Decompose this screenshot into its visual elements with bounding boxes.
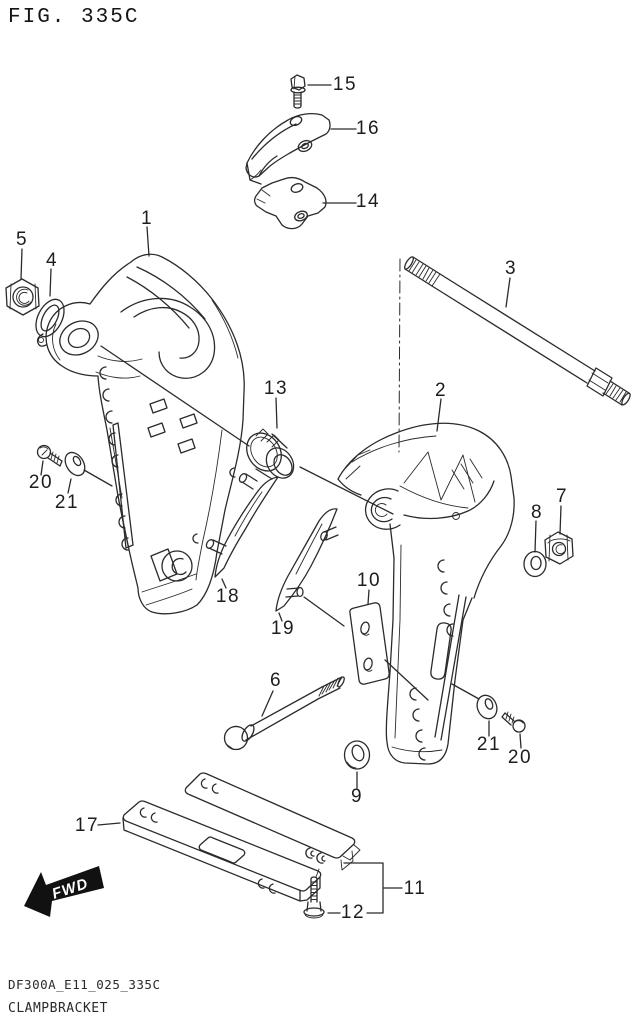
fwd-arrow-label: FWD — [50, 875, 91, 903]
nut-5-drawing — [5, 248, 40, 316]
figure-number: FIG. 335C — [8, 6, 140, 29]
bushing-13-drawing — [100, 345, 394, 515]
swivel-bracket-16-drawing — [245, 113, 357, 185]
bolt-15-drawing — [290, 74, 332, 109]
lever-18-drawing — [205, 473, 279, 589]
clamp-bracket-left-drawing — [45, 226, 245, 615]
part-callout-21: 21 — [54, 492, 80, 513]
gasket-4-drawing — [35, 268, 65, 347]
part-callout-10: 10 — [356, 570, 382, 591]
part-callout-12: 12 — [340, 902, 366, 923]
part-title: CLAMPBRACKET — [8, 1001, 108, 1016]
part-callout-5: 5 — [15, 229, 29, 250]
part-callout-11: 11 — [403, 878, 427, 899]
bolt-6-drawing — [223, 676, 345, 751]
part-callout-14: 14 — [355, 191, 381, 212]
assembly-11-callout-lines — [327, 862, 403, 914]
nut-7-drawing — [544, 505, 574, 565]
washer-8-drawing — [523, 520, 547, 578]
screw-20-right-drawing — [501, 711, 526, 749]
fwd-direction-arrow: FWD — [24, 866, 104, 917]
part-callout-16: 16 — [355, 118, 381, 139]
plate-10-drawing — [349, 589, 429, 701]
part-callout-2: 2 — [434, 380, 448, 401]
part-callout-19: 19 — [270, 618, 296, 639]
part-callout-18: 18 — [215, 586, 241, 607]
bracket-14-drawing — [253, 176, 357, 230]
part-callout-3: 3 — [504, 258, 518, 279]
drawing-code: DF300A_E11_025_335C — [8, 977, 161, 992]
part-callout-20: 20 — [28, 472, 54, 493]
part-callout-7: 7 — [555, 486, 569, 507]
lever-19-drawing — [275, 508, 345, 627]
part-callout-1: 1 — [140, 208, 154, 229]
washer-9-drawing — [343, 740, 371, 789]
part-callout-4: 4 — [45, 250, 59, 271]
washer-21-left-drawing — [64, 451, 113, 494]
clamp-shaft-3-drawing — [398, 256, 631, 453]
clamp-bracket-right-drawing — [337, 398, 515, 765]
part-callout-8: 8 — [530, 502, 544, 523]
pad-plate-17-drawing — [97, 800, 322, 902]
part-callout-6: 6 — [269, 670, 283, 691]
part-callout-20: 20 — [507, 747, 533, 768]
part-callout-9: 9 — [350, 786, 364, 807]
part-callout-17: 17 — [74, 815, 100, 836]
bolt-12-drawing — [303, 868, 325, 919]
part-callout-13: 13 — [263, 378, 289, 399]
part-callout-15: 15 — [332, 74, 358, 95]
part-callout-21: 21 — [476, 734, 502, 755]
screw-20-left-drawing — [36, 444, 63, 476]
washer-21-right-drawing — [451, 683, 498, 737]
